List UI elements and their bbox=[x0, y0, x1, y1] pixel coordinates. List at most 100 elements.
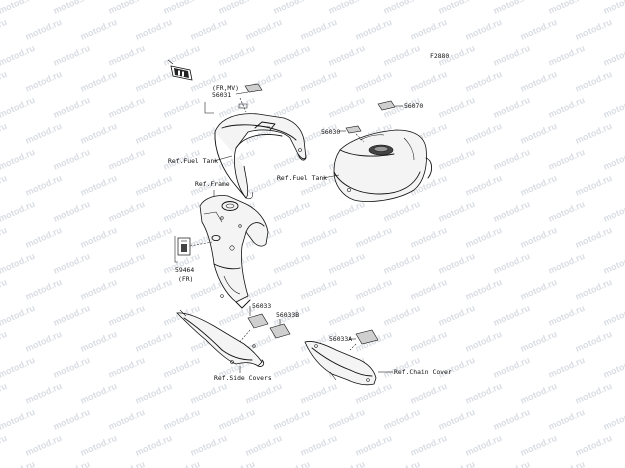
watermark-text: motod.ru bbox=[24, 277, 64, 302]
watermark-text: motod.ru bbox=[272, 199, 312, 224]
frame-part bbox=[199, 195, 269, 309]
watermark-text: motod.ru bbox=[547, 459, 587, 468]
watermark-text: motod.ru bbox=[464, 17, 504, 42]
watermark-text: motod.ru bbox=[327, 251, 367, 276]
ref-label-fuel-tank-left: Ref.Fuel Tank bbox=[168, 157, 218, 165]
watermark-text: motod.ru bbox=[547, 303, 587, 328]
watermark-text: motod.ru bbox=[492, 355, 532, 380]
watermark-text: motod.ru bbox=[382, 251, 422, 276]
watermark-text: motod.ru bbox=[547, 0, 587, 16]
ref-label-fuel-tank-right: Ref.Fuel Tank bbox=[277, 174, 327, 182]
watermark-text: motod.ru bbox=[299, 17, 339, 42]
side-cover-part bbox=[176, 309, 265, 367]
watermark-text: motod.ru bbox=[134, 173, 174, 198]
watermark-text: motod.ru bbox=[574, 225, 614, 250]
watermark-text: motod.ru bbox=[354, 69, 394, 94]
part-label-56031: 56031 bbox=[212, 91, 231, 99]
watermark-text: motod.ru bbox=[79, 225, 119, 250]
watermark-text: motod.ru bbox=[547, 95, 587, 120]
watermark-text: motod.ru bbox=[107, 303, 147, 328]
watermark-text: motod.ru bbox=[217, 303, 257, 328]
watermark-text: motod.ru bbox=[437, 303, 477, 328]
watermark-text: motod.ru bbox=[602, 147, 625, 172]
watermark-text: motod.ru bbox=[0, 407, 36, 432]
watermark-text: motod.ru bbox=[0, 355, 36, 380]
watermark-text: motod.ru bbox=[574, 17, 614, 42]
watermark-text: motod.ru bbox=[327, 407, 367, 432]
part-label-59464: 59464 bbox=[175, 266, 194, 274]
watermark-text: motod.ru bbox=[217, 0, 257, 16]
watermark-text: motod.ru bbox=[464, 329, 504, 354]
watermark-text: motod.ru bbox=[492, 251, 532, 276]
part-label-56033: 56033 bbox=[252, 302, 271, 310]
ref-label-side-covers: Ref.Side Covers bbox=[214, 374, 272, 382]
watermark-text: motod.ru bbox=[437, 147, 477, 172]
watermark-text: motod.ru bbox=[79, 433, 119, 458]
watermark-text: motod.ru bbox=[519, 381, 559, 406]
watermark-text: motod.ru bbox=[272, 355, 312, 380]
watermark-text: motod.ru bbox=[492, 199, 532, 224]
watermark-text: motod.ru bbox=[52, 407, 92, 432]
watermark-text: motod.ru bbox=[574, 121, 614, 146]
watermark-text: motod.ru bbox=[134, 69, 174, 94]
ref-label-chain-cover: Ref.Chain Cover bbox=[394, 368, 452, 376]
watermark-text: motod.ru bbox=[107, 355, 147, 380]
watermark-text: motod.ru bbox=[519, 433, 559, 458]
watermark-text: motod.ru bbox=[134, 277, 174, 302]
watermark-text: motod.ru bbox=[382, 407, 422, 432]
decal-56031 bbox=[235, 83, 263, 95]
watermark-text: motod.ru bbox=[0, 17, 8, 42]
decal-56070 bbox=[377, 100, 396, 111]
watermark-text: motod.ru bbox=[492, 407, 532, 432]
watermark-text: motod.ru bbox=[24, 69, 64, 94]
watermark-text: motod.ru bbox=[574, 433, 614, 458]
watermark-text: motod.ru bbox=[437, 199, 477, 224]
watermark-text: motod.ru bbox=[272, 0, 312, 16]
watermark-text: motod.ru bbox=[602, 303, 625, 328]
watermark-text: motod.ru bbox=[464, 173, 504, 198]
watermark-text: motod.ru bbox=[602, 459, 625, 468]
watermark-text: motod.ru bbox=[437, 407, 477, 432]
diagram-code: F2880 bbox=[430, 52, 449, 60]
watermark-text: motod.ru bbox=[519, 329, 559, 354]
part-label-56070: 56070 bbox=[404, 102, 423, 110]
watermark-text: motod.ru bbox=[107, 251, 147, 276]
watermark-text: motod.ru bbox=[437, 459, 477, 468]
watermark-text: motod.ru bbox=[602, 251, 625, 276]
watermark-text: motod.ru bbox=[52, 199, 92, 224]
watermark-text: motod.ru bbox=[79, 121, 119, 146]
watermark-text: motod.ru bbox=[547, 199, 587, 224]
watermark-text: motod.ru bbox=[134, 329, 174, 354]
watermark-text: motod.ru bbox=[217, 459, 257, 468]
watermark-text: motod.ru bbox=[0, 329, 8, 354]
watermark-text: motod.ru bbox=[464, 225, 504, 250]
watermark-text: motod.ru bbox=[24, 225, 64, 250]
watermark-text: motod.ru bbox=[492, 147, 532, 172]
watermark-text: motod.ru bbox=[162, 0, 202, 16]
watermark-text: motod.ru bbox=[272, 459, 312, 468]
ref-label-frame: Ref.Frame bbox=[195, 180, 230, 188]
watermark-text: motod.ru bbox=[217, 43, 257, 68]
watermark-text: motod.ru bbox=[0, 277, 8, 302]
watermark-text: motod.ru bbox=[0, 251, 36, 276]
seat-cowl-part bbox=[214, 113, 307, 200]
watermark-text: motod.ru bbox=[189, 17, 229, 42]
watermark-text: motod.ru bbox=[299, 69, 339, 94]
part-label-56033a: 56033A bbox=[329, 335, 352, 343]
watermark-text: motod.ru bbox=[0, 0, 36, 16]
watermark-text: motod.ru bbox=[0, 459, 36, 468]
watermark-text: motod.ru bbox=[299, 433, 339, 458]
watermark-text: motod.ru bbox=[162, 199, 202, 224]
watermark-text: motod.ru bbox=[244, 381, 284, 406]
watermark-text: motod.ru bbox=[602, 95, 625, 120]
watermark-text: motod.ru bbox=[24, 121, 64, 146]
watermark-text: motod.ru bbox=[547, 251, 587, 276]
watermark-text: motod.ru bbox=[107, 199, 147, 224]
watermark-text: motod.ru bbox=[0, 433, 8, 458]
watermark-text: motod.ru bbox=[327, 199, 367, 224]
watermark-text: motod.ru bbox=[107, 43, 147, 68]
watermark-text: motod.ru bbox=[574, 173, 614, 198]
watermark-text: motod.ru bbox=[464, 381, 504, 406]
watermark-text: motod.ru bbox=[602, 407, 625, 432]
